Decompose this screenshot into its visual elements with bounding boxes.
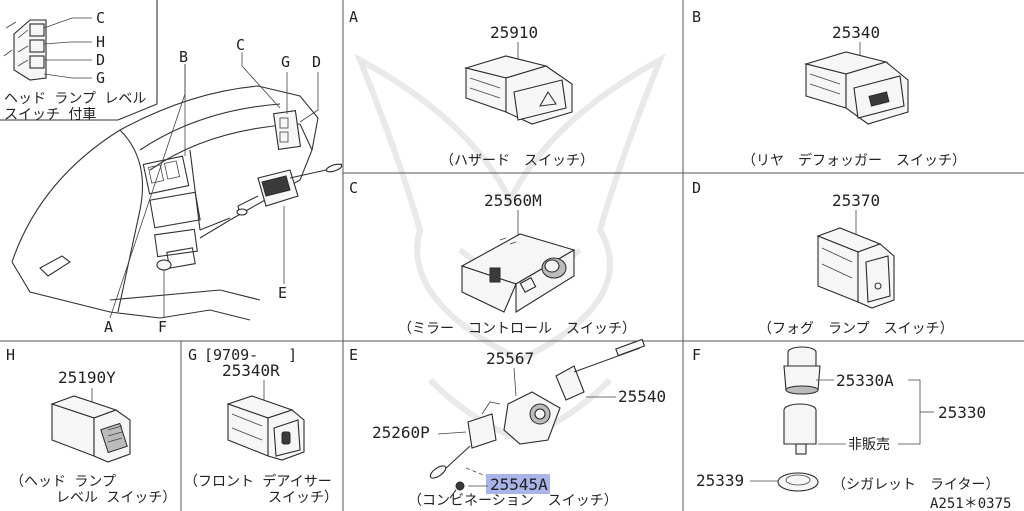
panel-f-caption: （シガレット ライター） — [832, 477, 999, 493]
panel-h-caption-line1: （ヘッド ランプ — [10, 474, 116, 490]
panel-c: C 25560M （ミラー コントロール スイッチ） — [349, 179, 636, 337]
panel-e-part-25545a: 25545A — [490, 475, 548, 494]
overview-callout-c: C — [236, 36, 245, 54]
inset-label-c: C — [96, 9, 105, 27]
panel-c-part-number: 25560M — [484, 191, 542, 210]
front-deicer-switch — [226, 395, 305, 461]
panel-d-part-number: 25370 — [832, 191, 880, 210]
overview-callout-d: D — [312, 53, 321, 71]
inset-note-line1: ヘッド ランプ レベル — [4, 91, 146, 107]
panel-b: B 25340 （リヤ デフォッガー スイッチ） — [692, 8, 966, 169]
panel-a: A 25910 （ハザード スイッチ） — [349, 8, 594, 169]
inset-label-h: H — [96, 33, 105, 51]
mirror-control-switch — [460, 233, 576, 313]
panel-g-date-range: [9709- ] — [204, 346, 297, 364]
panel-g-key: G — [188, 346, 197, 364]
panel-h: H 25190Y （ヘッド ランプ レベル スイッチ） — [6, 346, 176, 506]
panel-f: F 25330A 25330 非販売 25339 （シガレット ライター） — [692, 346, 999, 493]
panel-e: E 25567 25540 25260P 25545A （コンビネーション スイ… — [349, 338, 666, 509]
overview-callout-e: E — [278, 284, 287, 302]
overview-callout-b: B — [179, 48, 188, 66]
inset-label-g: G — [96, 69, 105, 87]
panel-f-part-25330: 25330 — [938, 403, 986, 422]
panel-c-key: C — [349, 179, 358, 197]
panel-e-caption: （コンビネーション スイッチ） — [408, 493, 618, 509]
fog-lamp-switch — [816, 227, 895, 309]
panel-d: D 25370 （フォグ ランプ スイッチ） — [692, 179, 954, 337]
panel-c-caption: （ミラー コントロール スイッチ） — [398, 321, 636, 337]
panel-f-not-sold: 非販売 — [848, 437, 890, 453]
overview-callout-a: A — [104, 318, 113, 336]
panel-e-part-25567: 25567 — [486, 349, 534, 368]
panel-d-caption: （フォグ ランプ スイッチ） — [758, 321, 954, 337]
panel-e-part-25540: 25540 — [618, 387, 666, 406]
panel-g: G [9709- ] 25340R （フロント デアイサー スイッチ） — [184, 346, 338, 506]
cigarette-lighter-assembly — [777, 346, 821, 492]
headlamp-level-switch — [50, 395, 131, 463]
inset-switch-cluster — [3, 19, 47, 81]
inset-label-d: D — [96, 51, 105, 69]
overview-callout-f: F — [158, 318, 167, 336]
dashboard-drawing — [11, 85, 319, 321]
panel-f-part-25339: 25339 — [696, 471, 744, 490]
combination-switch — [429, 338, 646, 499]
panel-e-key: E — [349, 346, 358, 364]
panel-f-part-25330a: 25330A — [836, 371, 894, 390]
panel-b-caption: （リヤ デフォッガー スイッチ） — [742, 152, 966, 169]
panel-g-caption-line2: スイッチ） — [268, 490, 338, 506]
hazard-switch — [463, 55, 573, 125]
panel-e-part-25545a-highlight — [486, 474, 550, 494]
panel-f-key: F — [692, 346, 701, 364]
drawing-code: A251＊0375 — [930, 496, 1011, 511]
panel-g-part-number: 25340R — [222, 361, 280, 380]
panel-b-key: B — [692, 8, 701, 26]
panel-a-caption: （ハザード スイッチ） — [440, 153, 594, 169]
panel-e-part-25260p: 25260P — [372, 423, 430, 442]
inset-note-line2: スイッチ 付車 — [4, 106, 96, 123]
panel-d-key: D — [692, 179, 701, 197]
panel-g-caption-line1: （フロント デアイサー — [184, 473, 332, 490]
panel-a-key: A — [349, 8, 358, 26]
rear-defogger-switch — [803, 51, 909, 125]
overview-combination-switch — [236, 163, 343, 216]
panel-a-part-number: 25910 — [490, 23, 538, 42]
overview-panel: C H D G ヘッド ランプ レベル スイッチ 付車 — [0, 0, 343, 336]
panel-h-key: H — [6, 346, 15, 364]
panel-h-caption-line2: レベル スイッチ） — [56, 490, 176, 506]
overview-callout-g: G — [281, 53, 290, 71]
panel-b-part-number: 25340 — [832, 23, 880, 42]
panel-h-part-number: 25190Y — [58, 368, 116, 387]
